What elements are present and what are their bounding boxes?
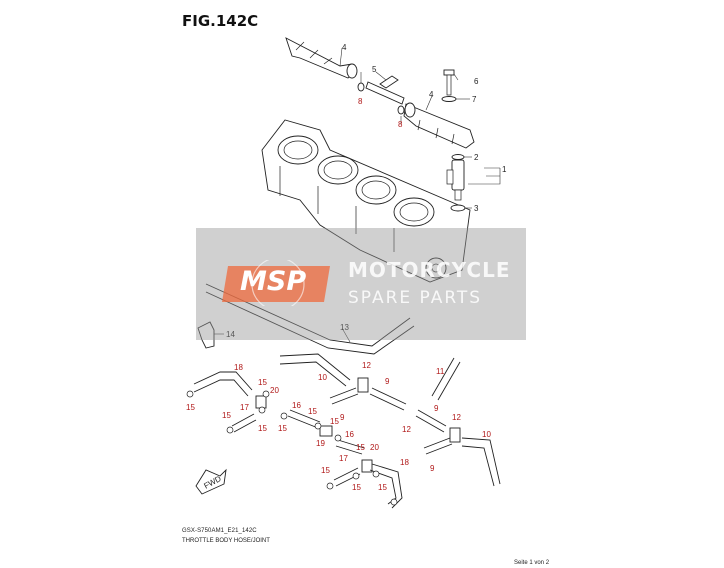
callout-9a: 9 bbox=[340, 413, 345, 422]
callout-14: 14 bbox=[226, 330, 235, 339]
callout-9d: 9 bbox=[430, 464, 435, 473]
watermark-line-1: MOTORCYCLE bbox=[348, 258, 511, 282]
callout-17b: 17 bbox=[339, 454, 348, 463]
model-code: GSX-S750AM1_E21_142C bbox=[182, 528, 257, 534]
joint-20b[interactable] bbox=[361, 459, 373, 473]
watermark-line-2: SPARE PARTS bbox=[348, 288, 483, 308]
o-ring-2[interactable] bbox=[451, 154, 465, 160]
fuel-delivery-pipe-lower[interactable] bbox=[403, 102, 475, 149]
callout-3: 3 bbox=[474, 204, 479, 213]
callout-17a: 17 bbox=[240, 403, 249, 412]
callout-15i: 15 bbox=[321, 466, 330, 475]
throttle-body-assembly[interactable] bbox=[261, 119, 471, 283]
figure-description: THROTTLE BODY HOSE/JOINT bbox=[182, 538, 270, 544]
joint-19[interactable] bbox=[319, 425, 333, 437]
o-ring-8a[interactable] bbox=[357, 82, 365, 92]
callout-15j: 15 bbox=[352, 483, 361, 492]
callout-15f: 15 bbox=[308, 407, 317, 416]
callout-12b: 12 bbox=[452, 413, 461, 422]
cushion-3[interactable] bbox=[450, 204, 466, 212]
callout-20a: 20 bbox=[270, 386, 279, 395]
callout-2: 2 bbox=[474, 153, 479, 162]
fuel-injector[interactable] bbox=[446, 159, 465, 201]
watermark-logo-text: MSP bbox=[240, 266, 307, 297]
callout-15g: 15 bbox=[330, 417, 339, 426]
figure-title: FIG.142C bbox=[182, 12, 259, 30]
fuel-joint-pipe[interactable] bbox=[365, 75, 405, 105]
hose-9d[interactable] bbox=[423, 437, 453, 455]
callout-8b: 8 bbox=[398, 120, 403, 129]
callout-labels: 1 2 3 4 4 5 6 7 8 8 13 14 18 10 12 9 11 … bbox=[186, 43, 507, 492]
hose-16b[interactable] bbox=[335, 439, 365, 455]
callout-15b: 15 bbox=[186, 403, 195, 412]
callout-19: 19 bbox=[316, 439, 325, 448]
callout-5: 5 bbox=[372, 65, 377, 74]
callout-4a: 4 bbox=[342, 43, 347, 52]
fuel-delivery-pipe-upper[interactable] bbox=[285, 37, 358, 79]
hose-10a[interactable] bbox=[279, 353, 351, 387]
callout-15a: 15 bbox=[258, 378, 267, 387]
joint-20a[interactable] bbox=[255, 395, 267, 409]
callout-6: 6 bbox=[474, 77, 479, 86]
callout-9b: 9 bbox=[385, 377, 390, 386]
callout-7: 7 bbox=[472, 95, 477, 104]
callout-9c: 9 bbox=[434, 404, 439, 413]
washer-7[interactable] bbox=[441, 96, 457, 102]
page-number: Seite 1 von 2 bbox=[514, 560, 550, 566]
hose-13[interactable] bbox=[205, 283, 415, 355]
o-ring-8b[interactable] bbox=[397, 105, 405, 115]
callout-15k: 15 bbox=[378, 483, 387, 492]
callout-4b: 4 bbox=[429, 90, 434, 99]
callout-10b: 10 bbox=[482, 430, 491, 439]
callout-20b: 20 bbox=[370, 443, 379, 452]
callout-15d: 15 bbox=[258, 424, 267, 433]
hose-10b[interactable] bbox=[461, 437, 501, 487]
joint-12a[interactable] bbox=[357, 377, 369, 393]
callout-16a: 16 bbox=[292, 401, 301, 410]
callout-12-under: 12 bbox=[402, 425, 411, 434]
hose-11[interactable] bbox=[431, 357, 461, 401]
callout-15h: 15 bbox=[356, 443, 365, 452]
callout-12a: 12 bbox=[362, 361, 371, 370]
callout-8a: 8 bbox=[358, 97, 363, 106]
leader-lines bbox=[214, 47, 501, 343]
forward-direction-arrow: FWD bbox=[195, 468, 227, 495]
hose-9a[interactable] bbox=[329, 387, 359, 405]
hose-16a[interactable] bbox=[287, 409, 321, 429]
callout-1: 1 bbox=[502, 165, 507, 174]
watermark-logo-badge bbox=[222, 260, 330, 306]
hose-9b[interactable] bbox=[369, 387, 407, 411]
hose-17a[interactable] bbox=[231, 413, 257, 433]
callout-13: 13 bbox=[340, 323, 349, 332]
hose-18a[interactable] bbox=[193, 371, 253, 397]
callout-11: 11 bbox=[436, 367, 445, 376]
callout-15c: 15 bbox=[222, 411, 231, 420]
clamp-15-set[interactable] bbox=[186, 390, 398, 506]
hose-9c[interactable] bbox=[415, 409, 447, 433]
callout-16b: 16 bbox=[345, 430, 354, 439]
joint-12b[interactable] bbox=[449, 427, 461, 443]
callout-15e: 15 bbox=[278, 424, 287, 433]
callout-18b: 18 bbox=[400, 458, 409, 467]
clamp-14[interactable] bbox=[197, 321, 215, 349]
callout-18a: 18 bbox=[234, 363, 243, 372]
bolt-6[interactable] bbox=[443, 69, 455, 96]
callout-10a: 10 bbox=[318, 373, 327, 382]
